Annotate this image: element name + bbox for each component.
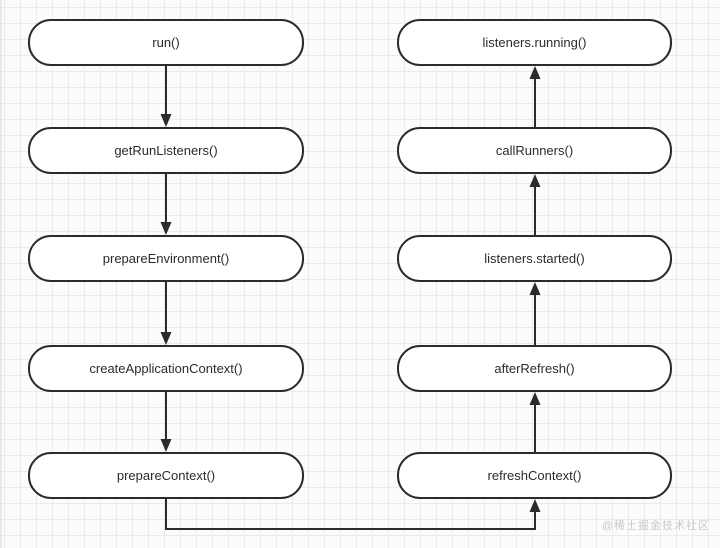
node-label: getRunListeners() [114, 143, 218, 158]
arrow-callrunners-to-listeners-running [529, 66, 541, 127]
node-callrunners: callRunners() [397, 127, 672, 174]
node-preparecontext: prepareContext() [28, 452, 304, 499]
node-prepareenvironment: prepareEnvironment() [28, 235, 304, 282]
canvas-left-edge [0, 0, 2, 548]
node-label: run() [152, 35, 180, 50]
node-label: refreshContext() [487, 468, 582, 483]
watermark: @稀土掘金技术社区 [601, 520, 710, 532]
node-afterrefresh: afterRefresh() [397, 345, 672, 392]
connector-preparecontext-to-refreshcontext [165, 499, 541, 530]
node-run: run() [28, 19, 304, 66]
node-createapplicationcontext: createApplicationContext() [28, 345, 304, 392]
node-label: prepareContext() [116, 468, 216, 483]
arrow-listeners-started-to-callrunners [529, 174, 541, 235]
node-label: listeners.running() [482, 35, 587, 50]
node-refreshcontext: refreshContext() [397, 452, 672, 499]
node-label: listeners.started() [484, 251, 585, 266]
node-label: createApplicationContext() [89, 361, 243, 376]
node-label: callRunners() [495, 143, 574, 158]
arrow-afterrefresh-to-listeners-started [529, 282, 541, 345]
arrow-createapplicationcontext-to-preparecontext [160, 392, 172, 452]
node-listeners-started: listeners.started() [397, 235, 672, 282]
arrow-getrunlisteners-to-prepareenvironment [160, 174, 172, 235]
arrow-refreshcontext-to-afterrefresh [529, 392, 541, 452]
node-label: afterRefresh() [494, 361, 575, 376]
arrow-run-to-getrunlisteners [160, 66, 172, 127]
arrow-prepareenvironment-to-createapplicationcontext [160, 282, 172, 345]
node-label: prepareEnvironment() [102, 251, 230, 266]
node-listeners-running: listeners.running() [397, 19, 672, 66]
node-getrunlisteners: getRunListeners() [28, 127, 304, 174]
